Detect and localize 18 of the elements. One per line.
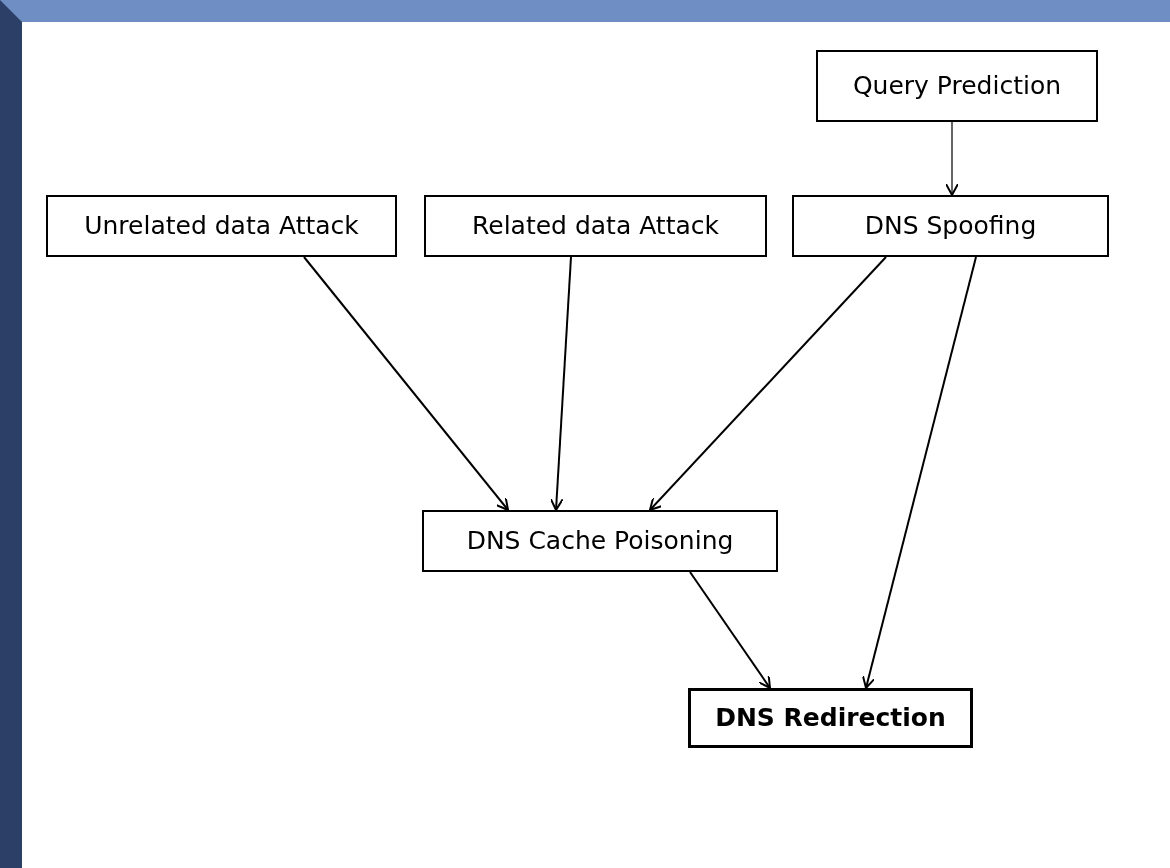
node-label: Query Prediction [852, 70, 1062, 102]
arrow [689, 571, 771, 689]
node-label: DNS Cache Poisoning [466, 525, 734, 557]
process-box [792, 195, 1109, 257]
arrow [861, 256, 977, 689]
process-box [46, 195, 397, 257]
arrow [303, 256, 509, 511]
node-label: Related data Attack [472, 210, 719, 242]
process-box [422, 510, 778, 572]
process-box [688, 688, 973, 748]
arrow [945, 121, 959, 196]
arrow [549, 256, 572, 511]
node-label: DNS Redirection [715, 702, 946, 734]
process-box [816, 50, 1098, 122]
arrow [649, 256, 887, 511]
node-label: Unrelated data Attack [84, 210, 359, 242]
node-label: DNS Spoofing [864, 210, 1037, 242]
process-box [424, 195, 767, 257]
